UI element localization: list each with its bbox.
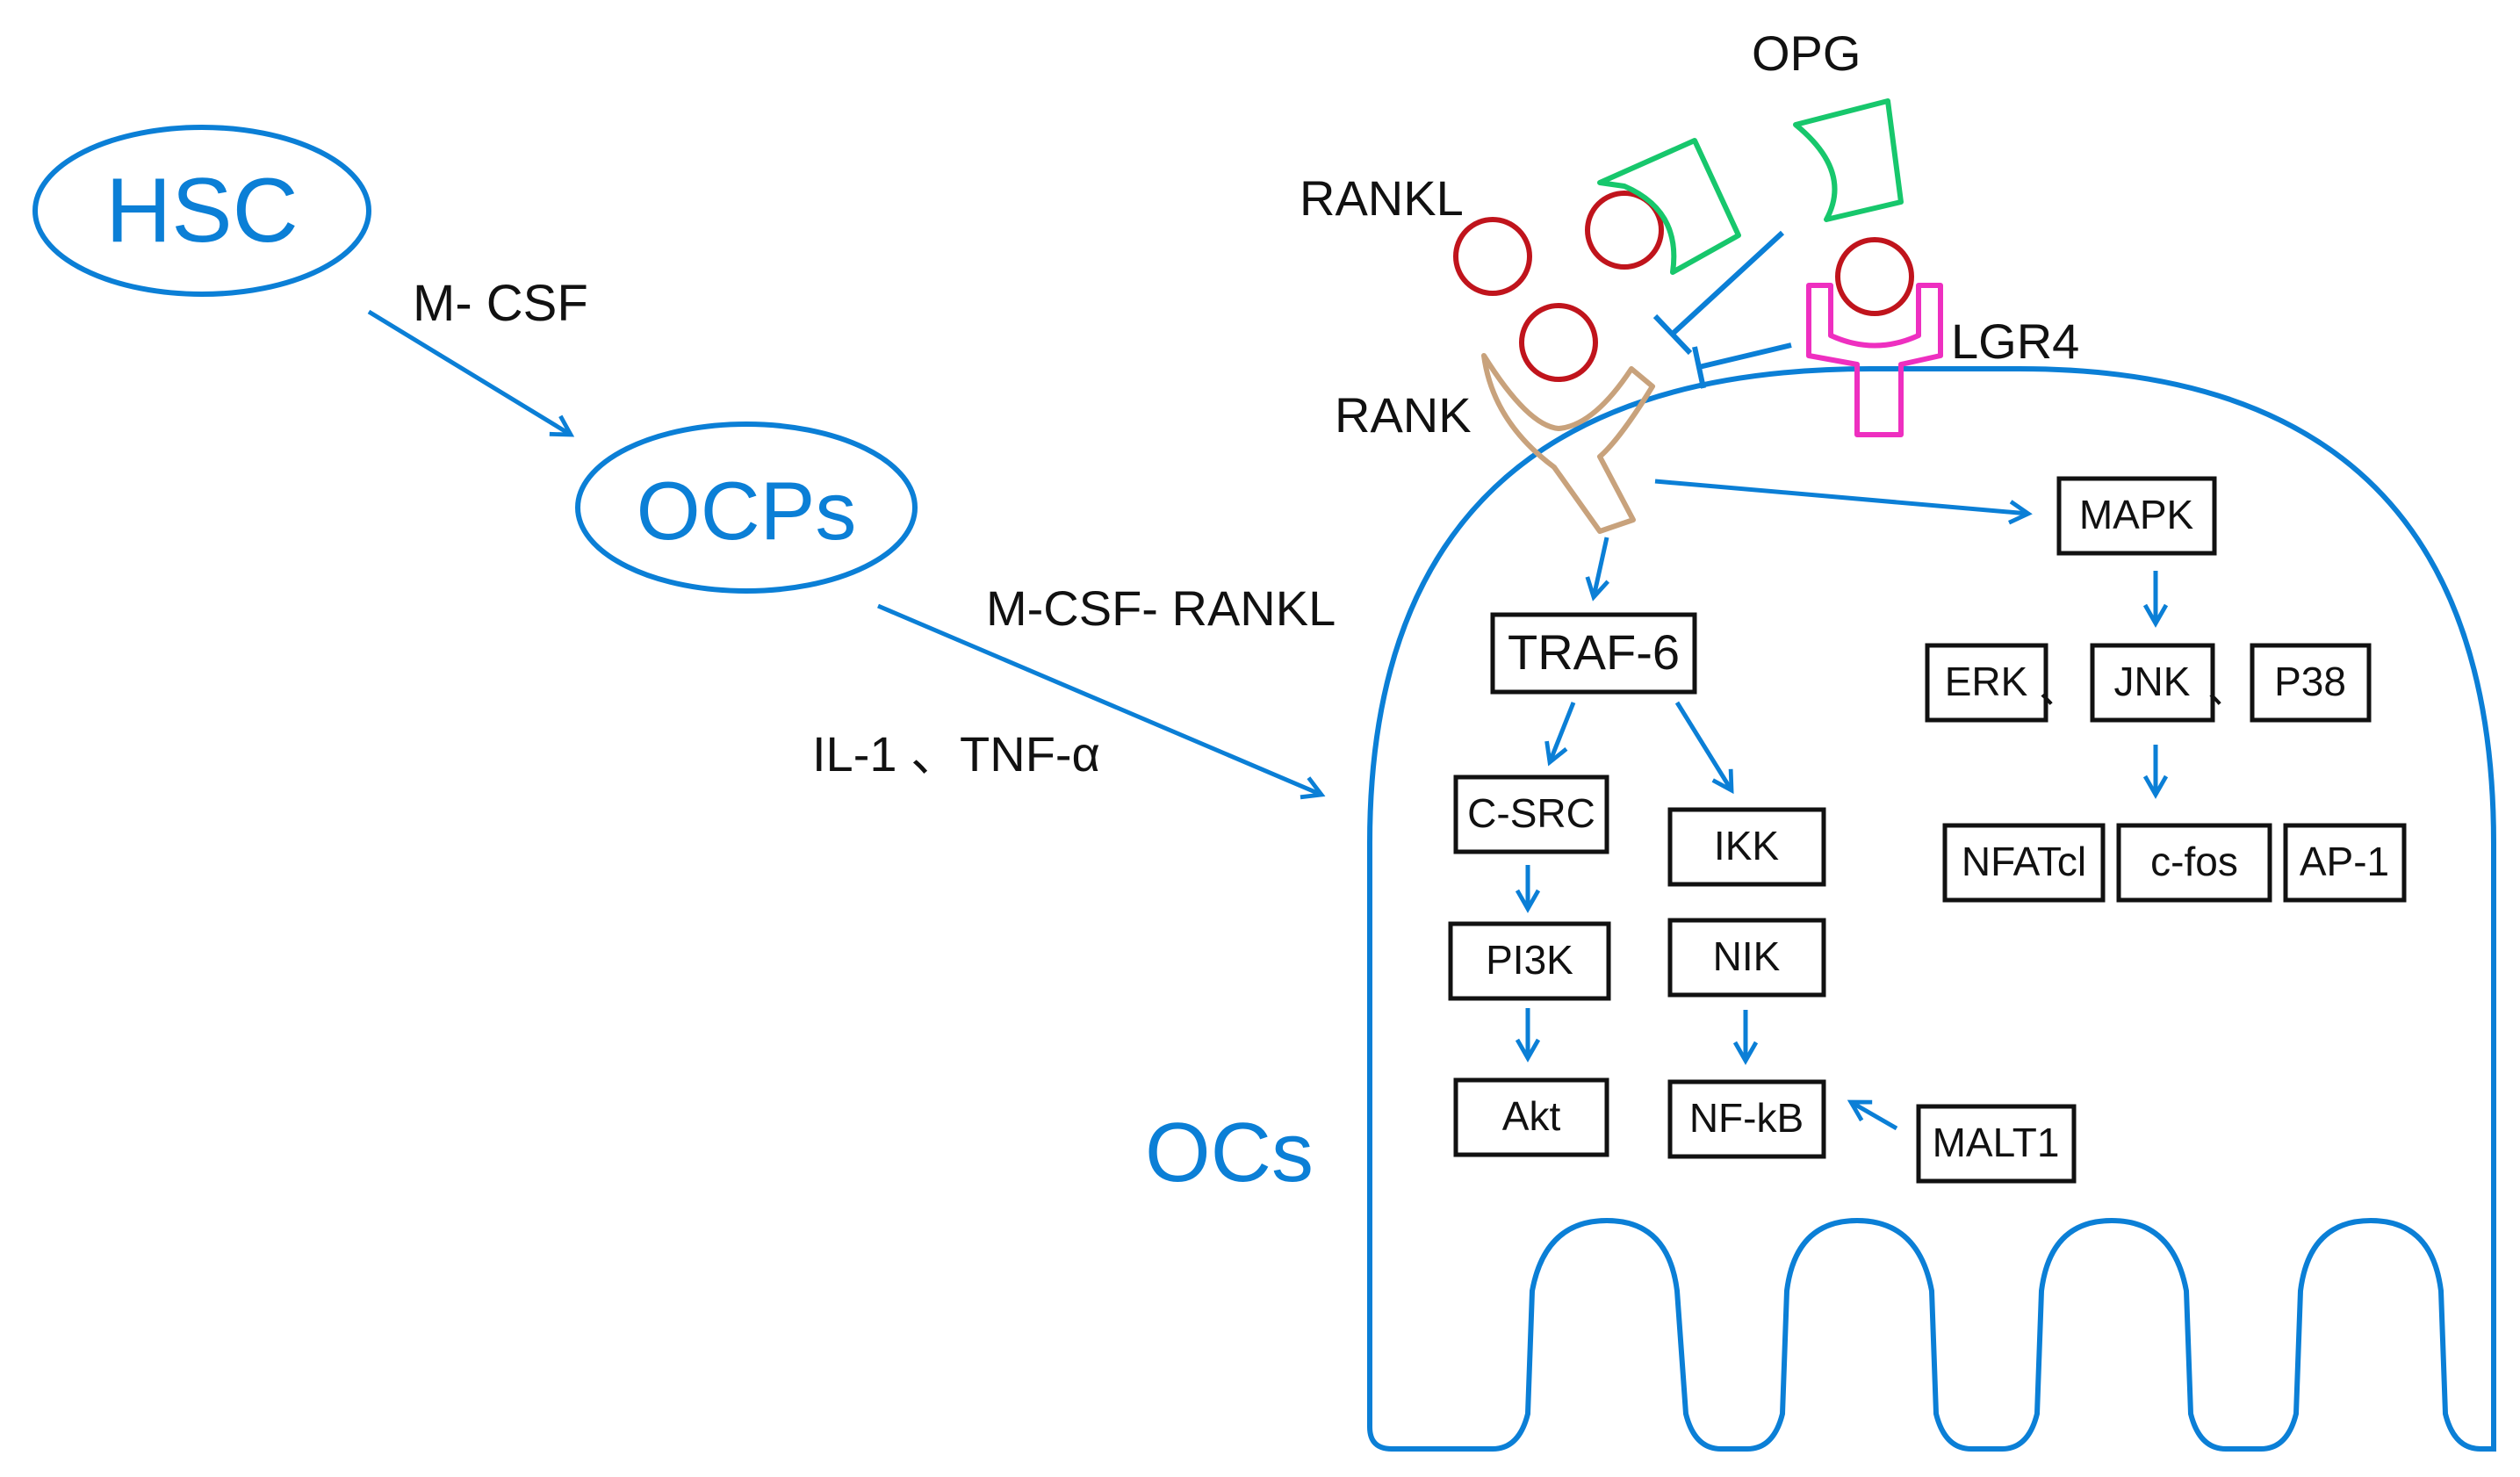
opg-receptor-bound: [1597, 138, 1741, 275]
mcsf-label: M- CSF: [413, 275, 588, 332]
rank-to-traf6-arrow: [1585, 537, 1610, 602]
osteoclast-cell-outline: [1367, 366, 2496, 1452]
traf6-label: TRAF-6: [1508, 624, 1680, 680]
ocps-cell-ellipse: [575, 421, 918, 594]
akt-box: Akt: [1453, 1077, 1609, 1157]
nfatc1-label: NFATcl: [1962, 839, 2086, 884]
lgr4-label: LGR4: [1951, 313, 2079, 369]
hsc-to-ocps-arrow: [367, 309, 575, 437]
lgr4-inhibition-line: [1698, 342, 1792, 370]
il1-tnf-label: IL-1 、TNF-α: [812, 726, 1100, 782]
rank-receptor: [1481, 353, 1655, 534]
traf6-to-csrc-arrow: [1544, 702, 1576, 767]
opg-label: OPG: [1752, 25, 1861, 81]
ikk-box: IKK: [1667, 807, 1826, 887]
ocs-label: OCs: [1145, 1106, 1314, 1200]
malt1-box: MALT1: [1916, 1104, 2077, 1184]
nfkb-label: NF-kB: [1689, 1095, 1804, 1141]
opg-inhibition-bar: [1652, 313, 1693, 356]
nik-box: NIK: [1667, 918, 1826, 998]
rankl-molecule-rank-bound: [1519, 303, 1598, 382]
rank-to-mapk-arrow: [1654, 479, 2033, 525]
malt1-to-nfkb-arrow: [1847, 1099, 1898, 1131]
ap1-box: AP-1: [2283, 823, 2407, 903]
rankl-molecule-free: [1453, 217, 1532, 296]
hsc-cell-ellipse: [32, 125, 371, 297]
jnk-box: JNK: [2090, 643, 2215, 723]
ikk-label: IKK: [1714, 823, 1779, 868]
csrc-label: C-SRC: [1467, 790, 1595, 836]
p38-box: P38: [2250, 643, 2372, 723]
hsc-label: HSC: [105, 160, 299, 262]
lgr4-receptor: [1806, 283, 1943, 437]
traf6-to-ikk-arrow: [1674, 701, 1734, 795]
rankl-label: RANKL: [1300, 170, 1464, 226]
rankl-molecule-opg-bound: [1585, 191, 1664, 270]
cfos-label: c-fos: [2150, 839, 2238, 884]
rank-label: RANK: [1335, 387, 1472, 443]
nik-label: NIK: [1713, 933, 1781, 979]
ap1-label: AP-1: [2300, 839, 2389, 884]
p38-label: P38: [2274, 659, 2346, 704]
pi3k-label: PI3K: [1486, 937, 1573, 983]
lgr4-inhibition-bar: [1692, 346, 1706, 389]
mapk-label: MAPK: [2079, 492, 2194, 537]
malt1-label: MALT1: [1933, 1120, 2060, 1165]
erk-label: ERK: [1945, 659, 2028, 704]
erk-jnk-separator: 、: [2039, 666, 2079, 711]
nfkb-box: NF-kB: [1667, 1079, 1826, 1159]
mapk-box: MAPK: [2056, 476, 2217, 556]
ocps-to-ocs-arrow: [877, 603, 1326, 800]
jnk-p38-separator: 、: [2207, 666, 2248, 711]
cfos-box: c-fos: [2116, 823, 2272, 903]
nfatc1-box: NFATcl: [1942, 823, 2106, 903]
jnk-label: JNK: [2114, 659, 2191, 704]
akt-label: Akt: [1502, 1093, 1561, 1139]
traf6-box: TRAF-6: [1490, 612, 1697, 695]
erk-box: ERK: [1925, 643, 2048, 723]
pi3k-box: PI3K: [1448, 921, 1611, 1001]
csrc-box: C-SRC: [1453, 775, 1609, 854]
opg-inhibition-line: [1670, 230, 1785, 336]
ocps-label: OCPs: [637, 465, 857, 557]
rankl-molecule-lgr4-bound: [1835, 237, 1914, 316]
mcsf-rankl-label: M-CSF- RANKL: [986, 580, 1336, 636]
opg-receptor-free: [1793, 98, 1904, 222]
